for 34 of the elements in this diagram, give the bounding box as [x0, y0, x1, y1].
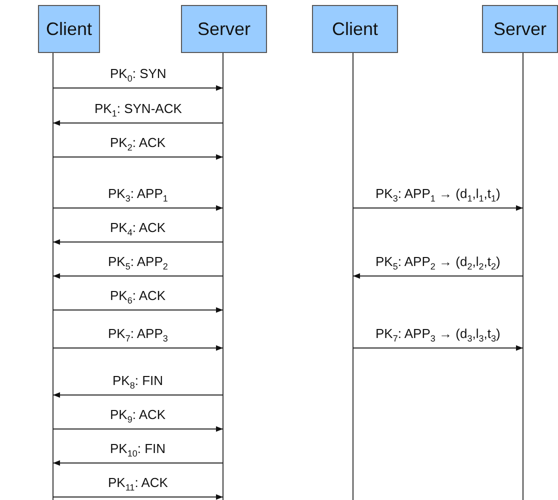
lifeline-head: Server [181, 5, 267, 53]
message-label: PK$_{11}$: ACK [107, 475, 169, 495]
message-arrow [52, 392, 224, 398]
message-label: PK$_{3}$: APP$_{1}$ [107, 186, 169, 206]
message-arrow [52, 307, 224, 313]
lifeline-head: Server [482, 5, 558, 53]
message-label: PK$_{10}$: FIN [109, 441, 167, 461]
lifeline-head: Client [312, 5, 398, 53]
message-label: PK$_{2}$: ACK [109, 135, 167, 155]
message-arrow [52, 120, 224, 126]
message-arrow [352, 273, 524, 279]
message-arrow [52, 85, 224, 91]
message-arrow [52, 273, 224, 279]
message-label: PK$_{1}$: SYN-ACK [94, 101, 183, 121]
message-arrow [52, 426, 224, 432]
message-label: PK$_{3}$: APP$_{1}$ → (d$_{1}$,l$_{1}$,t$_{1}$) [374, 186, 502, 206]
message-arrow [52, 154, 224, 160]
lifeline-head: Client [38, 5, 100, 53]
message-label: PK$_{8}$: FIN [112, 373, 164, 393]
message-arrow [52, 494, 224, 500]
message-arrow [52, 345, 224, 351]
message-label: PK$_{7}$: APP$_{3}$ → (d$_{3}$,l$_{3}$,t$_{3}$) [374, 326, 502, 346]
message-label: PK$_{0}$: SYN [109, 66, 168, 86]
message-arrow [352, 205, 524, 211]
message-arrow [352, 345, 524, 351]
message-label: PK$_{7}$: APP$_{3}$ [107, 326, 169, 346]
message-label: PK$_{4}$: ACK [109, 220, 167, 240]
message-arrow [52, 239, 224, 245]
message-label: PK$_{9}$: ACK [109, 407, 167, 427]
message-label: PK$_{5}$: APP$_{2}$ → (d$_{2}$,l$_{2}$,t$_{2}$) [374, 254, 502, 274]
message-label: PK$_{6}$: ACK [109, 288, 167, 308]
message-arrow [52, 205, 224, 211]
message-arrow [52, 460, 224, 466]
message-label: PK$_{5}$: APP$_{2}$ [107, 254, 169, 274]
